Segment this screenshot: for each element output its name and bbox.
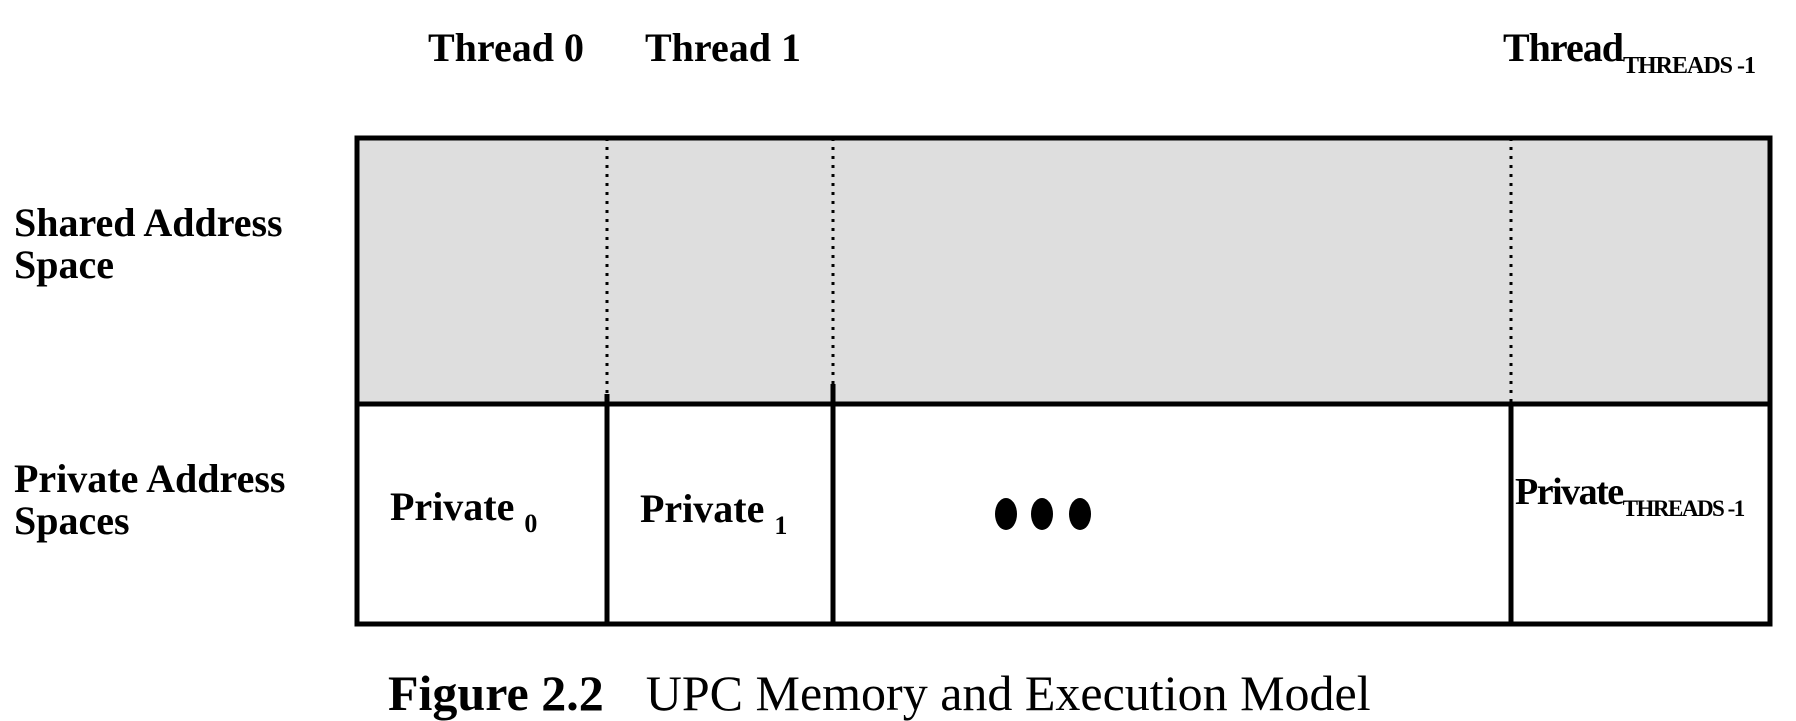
figure-caption: Figure 2.2 UPC Memory and Execution Model [388, 668, 1371, 718]
private-1-main: Private [640, 486, 765, 531]
private-last-label: PrivateTHREADS -1 [1515, 471, 1745, 520]
ellipsis-dots [995, 498, 1091, 530]
private-1-subscript: 1 [774, 511, 787, 540]
thread-last-subscript: THREADS -1 [1622, 53, 1756, 79]
private-0-subscript: 0 [524, 509, 537, 538]
private-address-spaces-label: Private Address Spaces [14, 456, 286, 543]
ellipsis-dot [1031, 498, 1053, 530]
thread-1-label: Thread 1 [645, 25, 801, 70]
ellipsis-dot [1069, 498, 1091, 530]
ellipsis-dot [995, 498, 1017, 530]
shared-address-space-region [357, 138, 1770, 404]
figure-number: Figure 2.2 [388, 665, 604, 721]
private-last-main: Private [1515, 471, 1624, 513]
private-1-label: Private 1 [640, 486, 787, 539]
private-last-subscript: THREADS -1 [1622, 496, 1746, 521]
private-0-main: Private [390, 484, 515, 529]
thread-last-main: Thread [1503, 25, 1624, 70]
private-0-label: Private 0 [390, 484, 537, 537]
thread-last-label: ThreadTHREADS -1 [1503, 25, 1756, 79]
shared-address-space-label: Shared Address Space [14, 200, 283, 287]
thread-0-label: Thread 0 [428, 25, 584, 70]
address-space-frame [354, 135, 1773, 627]
figure-title: UPC Memory and Execution Model [645, 665, 1371, 721]
